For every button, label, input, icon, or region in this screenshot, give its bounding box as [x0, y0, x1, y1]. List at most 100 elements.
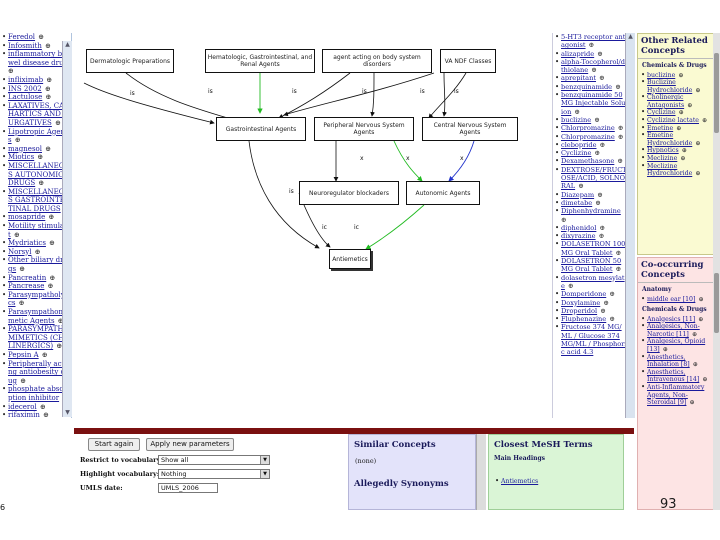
item-link[interactable]: magnesol — [8, 144, 42, 153]
node-autonomic[interactable]: Autonomic Agents — [406, 181, 480, 205]
expand-icon[interactable]: ⊕ — [595, 190, 603, 199]
expand-icon[interactable]: ⊕ — [43, 144, 52, 153]
list-item[interactable]: •Diphenhydramine ⊕ — [555, 207, 628, 224]
list-item[interactable]: •Mydriatics ⊕ — [2, 239, 71, 248]
list-item[interactable]: •phosphate absorption inhibitor ⊕ — [2, 385, 71, 402]
list-item[interactable]: •Infosmith ⊕ — [2, 42, 71, 51]
expand-icon[interactable]: ⊕ — [36, 179, 45, 188]
expand-icon[interactable]: ⊕ — [572, 107, 580, 116]
list-item[interactable]: •MISCELLANEOUS AUTONOMIC DRUGS ⊕ — [2, 162, 71, 188]
expand-icon[interactable]: ⊕ — [592, 115, 600, 124]
expand-icon[interactable]: ⊕ — [37, 402, 46, 411]
expand-icon[interactable]: ⊕ — [586, 41, 595, 50]
expand-icon[interactable]: ⊕ — [607, 290, 615, 299]
item-link[interactable]: infliximab — [8, 75, 44, 84]
item-link[interactable]: Lipotropic Agents — [8, 127, 68, 145]
expand-icon[interactable]: ⊕ — [696, 295, 704, 303]
expand-icon[interactable]: ⊕ — [16, 299, 25, 308]
expand-icon[interactable]: ⊕ — [8, 67, 14, 76]
list-item[interactable]: •DOLASETRON 100 MG Oral Tablet ⊕ — [555, 240, 628, 257]
item-link[interactable]: alizapride — [561, 49, 595, 58]
item-link[interactable]: Antiemetics — [501, 478, 539, 485]
item-link[interactable]: inflammatory bowel disease drug — [8, 50, 69, 67]
item-link[interactable]: MISCELLANEOUS AUTONOMIC DRUGS — [8, 161, 71, 188]
middle-scrollbar[interactable]: ▲ — [625, 33, 635, 418]
expand-icon[interactable]: ⊕ — [44, 75, 53, 84]
list-item[interactable]: •rifaximin ⊕ — [2, 411, 71, 418]
item-link[interactable]: dimetabe — [561, 198, 593, 207]
item-link[interactable]: rifaximin — [8, 411, 40, 418]
list-item[interactable]: •aprepitant ⊕ — [555, 74, 628, 82]
item-link[interactable]: Analgesics, Opioid [13] — [647, 338, 706, 353]
start-again-button[interactable]: Start again — [88, 438, 140, 451]
item-link[interactable]: Analgesics, Non-Narcotic [11] — [647, 323, 700, 338]
expand-icon[interactable]: ⊕ — [597, 140, 606, 149]
list-item[interactable]: •magnesol ⊕ — [2, 145, 71, 154]
expand-icon[interactable]: ⊕ — [676, 109, 684, 117]
list-item[interactable]: •LAXATIVES, CATHARTICS AND PURGATIVES ⊕ — [2, 102, 71, 128]
scroll-thumb[interactable] — [714, 273, 719, 333]
expand-icon[interactable]: ⊕ — [595, 49, 603, 58]
node-antiemetics[interactable]: Antiemetics — [329, 249, 371, 269]
list-item[interactable]: •Fluphenazine ⊕ — [555, 315, 628, 323]
list-item[interactable]: •middle ear [10] ⊕ — [641, 295, 714, 304]
list-item[interactable]: •idecerol ⊕ — [2, 403, 71, 412]
item-link[interactable]: Meclizine Hydrochloride — [647, 162, 693, 178]
list-item[interactable]: •benzquinamide ⊕ — [555, 83, 628, 91]
node-central-nervous[interactable]: Central Nervous System Agents — [422, 117, 518, 141]
item-link[interactable]: Pepsin A — [8, 350, 39, 359]
item-link[interactable]: alpha-Tocopherol/dithiolane — [561, 57, 628, 75]
list-item[interactable]: •Droperidol ⊕ — [555, 307, 628, 315]
item-link[interactable]: idecerol — [8, 402, 37, 411]
item-link[interactable]: Anesthetics, Intravenous [14] — [647, 368, 700, 384]
expand-icon[interactable]: ⊕ — [561, 215, 567, 224]
expand-icon[interactable]: ⊕ — [55, 316, 64, 325]
item-link[interactable]: benzquinamide 50 MG Injectable Solution — [561, 91, 628, 116]
similar-scrollbar[interactable] — [476, 434, 486, 510]
list-item[interactable]: •Miotics ⊕ — [2, 153, 71, 162]
expand-icon[interactable]: ⊕ — [11, 230, 20, 239]
expand-icon[interactable]: ⊕ — [597, 74, 605, 83]
expand-icon[interactable]: ⊕ — [46, 239, 56, 248]
expand-icon[interactable]: ⊕ — [696, 315, 704, 323]
item-link[interactable]: diphenidol — [561, 223, 597, 232]
list-item[interactable]: •MISCELLANEOUS GASTROINTESTINAL DRUGS ⊕ — [2, 188, 71, 214]
item-link[interactable]: Lactulose — [8, 93, 43, 102]
item-link[interactable]: clebopride — [561, 140, 597, 149]
list-item[interactable]: •Cholinergic Antagonists ⊕ — [641, 93, 714, 109]
list-item[interactable]: •benzquinamide 50 MG Injectable Solution… — [555, 91, 628, 116]
expand-icon[interactable]: ⊕ — [47, 273, 56, 282]
item-link[interactable]: INS 2002 — [8, 84, 42, 93]
list-item[interactable]: •Buclizine Hydrochloride ⊕ — [641, 78, 714, 94]
item-link[interactable]: Hypnotics — [647, 147, 679, 155]
list-item[interactable]: •dimetabe ⊕ — [555, 199, 628, 207]
item-link[interactable]: DOLASETRON 100 MG Oral Tablet — [561, 240, 626, 257]
list-item[interactable]: •Diazepam ⊕ — [555, 191, 628, 199]
list-item[interactable]: •Parasympathomimetic Agents ⊕ — [2, 308, 71, 325]
item-link[interactable]: Fluphenazine — [561, 315, 607, 324]
list-item[interactable]: •Meclizine ⊕ — [641, 154, 714, 163]
expand-icon[interactable]: ⊕ — [42, 84, 51, 93]
expand-icon[interactable]: ⊕ — [43, 93, 52, 102]
expand-icon[interactable]: ⊕ — [679, 147, 687, 155]
expand-icon[interactable]: ⊕ — [592, 149, 601, 158]
list-item[interactable]: •Chlorpromazine ⊕ — [555, 133, 628, 141]
item-link[interactable]: Anti-Inflammatory Agents, Non-Steroidal … — [647, 383, 705, 407]
item-link[interactable]: Feredol — [8, 33, 36, 41]
list-item[interactable]: •Pancreatin ⊕ — [2, 274, 71, 283]
list-item[interactable]: •Parasympatholytics ⊕ — [2, 291, 71, 308]
apply-parameters-button[interactable]: Apply new parameters — [146, 438, 234, 451]
list-item[interactable]: •Lactulose ⊕ — [2, 93, 71, 102]
list-item[interactable]: •alpha-Tocopherol/dithiolane ⊕ — [555, 58, 628, 75]
list-item[interactable]: •Analgesics [11] ⊕ — [641, 315, 714, 324]
list-item[interactable]: •Cyclizine ⊕ — [641, 109, 714, 117]
scroll-down-icon[interactable]: ▼ — [65, 409, 70, 416]
expand-icon[interactable]: ⊕ — [576, 182, 584, 191]
highlight-select[interactable]: Nothing ▼ — [158, 469, 270, 479]
item-link[interactable]: Fructose 374 MG/ML / Glucose 374 MG/ML /… — [561, 323, 627, 357]
scroll-up-icon[interactable]: ▲ — [628, 33, 633, 40]
list-item[interactable]: •dolasetron mesylate ⊕ — [555, 274, 628, 291]
umls-date-input[interactable]: UMLS_2006 — [158, 483, 218, 493]
list-item[interactable]: •Pepsin A ⊕ — [2, 351, 71, 360]
expand-icon[interactable]: ⊕ — [615, 124, 624, 133]
